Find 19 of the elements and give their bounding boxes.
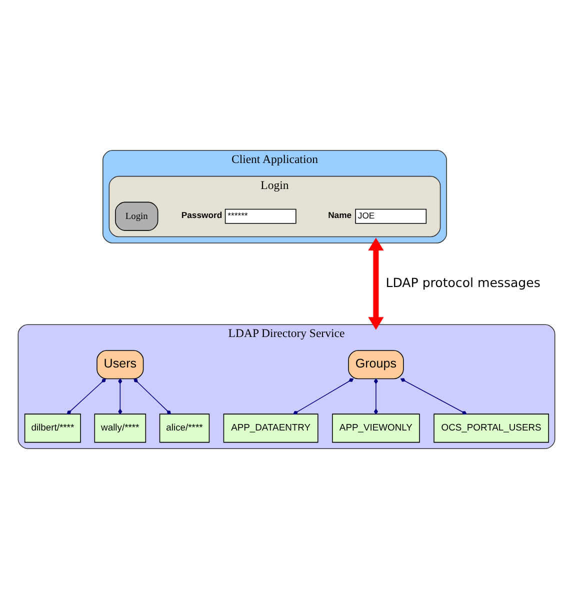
node-box: Groups <box>348 350 404 380</box>
node-label: Password <box>181 210 222 220</box>
node-box: alice/**** <box>159 414 210 443</box>
node-box: Login <box>115 202 158 231</box>
node-box: APP_DATAENTRY <box>223 414 318 443</box>
connector <box>374 378 378 415</box>
node-box: APP_VIEWONLY <box>332 414 420 443</box>
node-box: Users <box>96 350 144 380</box>
connector <box>134 378 172 414</box>
connector <box>66 378 106 414</box>
node-box: wally/**** <box>94 414 146 443</box>
edge-label: LDAP protocol messages <box>386 274 540 290</box>
arrow <box>368 238 384 330</box>
connector <box>118 378 122 415</box>
connector <box>292 378 354 415</box>
node-label: Name <box>328 210 352 220</box>
node-box: OCS_PORTAL_USERS <box>434 414 549 443</box>
connector <box>400 378 467 415</box>
node-box: dilbert/**** <box>24 414 81 443</box>
